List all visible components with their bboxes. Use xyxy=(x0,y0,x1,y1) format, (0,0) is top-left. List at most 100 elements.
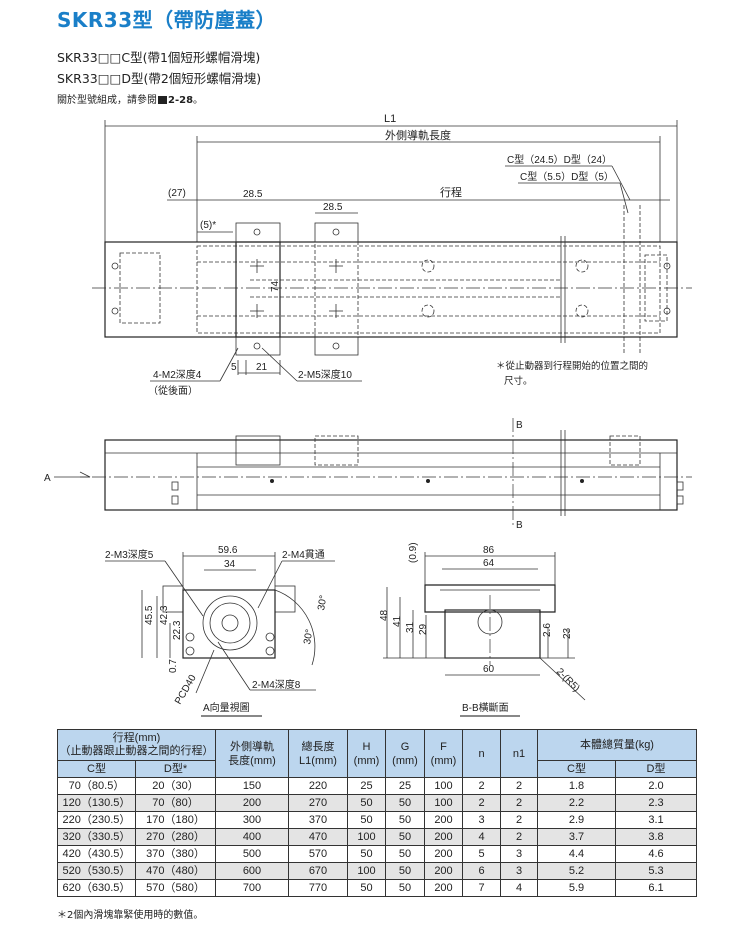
table-cell: 270 xyxy=(288,794,348,812)
a-view-caption: A向量視圖 xyxy=(203,701,250,714)
angle-30-lower: 30° xyxy=(302,628,315,645)
table-cell: 2 xyxy=(500,777,538,795)
table-cell: 200 xyxy=(424,828,463,846)
table-cell: 220（230.5） xyxy=(57,811,136,829)
label-2-m4-through: 2-M4貫通 xyxy=(282,549,325,561)
table-cell: 5.9 xyxy=(537,879,616,897)
table-cell: 150 xyxy=(215,777,289,795)
table-cell: 200 xyxy=(424,845,463,863)
table-cell: 2 xyxy=(500,794,538,812)
star-note-line2: 尺寸。 xyxy=(504,375,533,387)
table-cell: 2.2 xyxy=(537,794,616,812)
dim-48: 48 xyxy=(379,609,390,621)
reference-page-link[interactable]: 2-28 xyxy=(168,95,194,106)
table-cell: 600 xyxy=(215,862,289,880)
table-cell: 100 xyxy=(347,828,386,846)
table-cell: 50 xyxy=(385,811,425,829)
table-cell: 25 xyxy=(385,777,425,795)
table-cell: 100 xyxy=(347,862,386,880)
dim-74: 74 xyxy=(270,280,281,292)
section-b-bottom: B xyxy=(516,520,523,531)
table-cell: 70（80） xyxy=(135,794,216,812)
label-2-m3-depth-5: 2-M3深度5 xyxy=(105,548,154,561)
table-cell: 700 xyxy=(215,879,289,897)
table-cell: 570（580） xyxy=(135,879,216,897)
table-cell: 2.3 xyxy=(614,794,698,812)
table-cell: 200 xyxy=(424,811,463,829)
table-cell: 4 xyxy=(462,828,501,846)
table-cell: 200 xyxy=(215,794,289,812)
header-stroke-label: 行程(mm) xyxy=(112,732,161,744)
table-cell: 6 xyxy=(462,862,501,880)
table-cell: 7 xyxy=(462,879,501,897)
label-pcd40: PCD40 xyxy=(173,673,199,707)
technical-drawings: L1 外側導軌長度 行程 (27) 28.5 28.5 (5)* C型（24.5… xyxy=(44,113,692,717)
subtitle-d-type: SKR33□□D型(帶2個短形螺帽滑塊) xyxy=(57,71,262,86)
dim-27: (27) xyxy=(168,188,186,199)
dim-outer-rail-length: 外側導軌長度 xyxy=(385,128,451,142)
table-cell: 3 xyxy=(500,845,538,863)
table-cell: 5.3 xyxy=(614,862,698,880)
side-view-drawing: B B A xyxy=(44,418,692,531)
table-footnote: ＊2個內滑塊靠緊使用時的數值。 xyxy=(57,910,204,921)
table-cell: 50 xyxy=(385,879,425,897)
dim-28-5-b: 28.5 xyxy=(323,202,343,213)
dim-34: 34 xyxy=(224,559,236,570)
table-cell: 620（630.5） xyxy=(57,879,136,897)
table-cell: 50 xyxy=(385,862,425,880)
label-4-m2-depth-4: 4-M2深度4 xyxy=(153,368,202,381)
table-cell: 3 xyxy=(462,811,501,829)
top-view-drawing: L1 外側導軌長度 行程 (27) 28.5 28.5 (5)* C型（24.5… xyxy=(92,113,692,397)
table-cell: 100 xyxy=(424,777,463,795)
dim-2-6: 2.6 xyxy=(542,623,553,637)
header-total-unit: L1(mm) xyxy=(299,754,337,767)
table-cell: 520（530.5） xyxy=(57,862,136,880)
dim-28-5-a: 28.5 xyxy=(243,189,263,200)
table-cell: 50 xyxy=(347,845,386,863)
book-icon xyxy=(158,96,167,104)
dim-0-9: (0.9) xyxy=(408,542,419,563)
header-c-type: C型 xyxy=(57,760,136,778)
table-cell: 200 xyxy=(424,879,463,897)
table-cell: 170（180） xyxy=(135,811,216,829)
table-cell: 5 xyxy=(462,845,501,863)
header-F: F(mm) xyxy=(424,729,463,778)
view-arrow-a: A xyxy=(44,473,51,484)
dim-31: 31 xyxy=(405,621,416,633)
dim-41: 41 xyxy=(392,615,403,627)
subtitle-c-type: SKR33□□C型(帶1個短形螺帽滑塊) xyxy=(57,50,261,65)
header-mass: 本體總質量(kg) xyxy=(536,729,698,761)
table-cell: 400 xyxy=(215,828,289,846)
table-cell: 3.7 xyxy=(537,828,616,846)
header-d-type: D型* xyxy=(135,760,216,778)
dim-29: 29 xyxy=(418,623,429,635)
table-cell: 2 xyxy=(462,794,501,812)
header-G: G(mm) xyxy=(385,729,425,778)
table-cell: 3.8 xyxy=(614,828,698,846)
table-cell: 370 xyxy=(288,811,348,829)
table-cell: 2.0 xyxy=(614,777,698,795)
table-cell: 25 xyxy=(347,777,386,795)
table-cell: 6.1 xyxy=(614,879,698,897)
table-cell: 670 xyxy=(288,862,348,880)
table-cell: 3 xyxy=(500,862,538,880)
star-note-line1: ＊從止動器到行程開始的位置之間的 xyxy=(496,360,648,372)
header-mass-c: C型 xyxy=(537,760,616,778)
table-cell: 5.2 xyxy=(537,862,616,880)
header-H-label: H xyxy=(362,740,371,753)
table-cell: 2.9 xyxy=(537,811,616,829)
dim-59-6: 59.6 xyxy=(218,545,238,556)
header-G-label: G xyxy=(400,740,410,753)
table-cell: 1.8 xyxy=(537,777,616,795)
table-cell: 70（80.5） xyxy=(57,777,136,795)
dim-L1: L1 xyxy=(384,113,396,125)
